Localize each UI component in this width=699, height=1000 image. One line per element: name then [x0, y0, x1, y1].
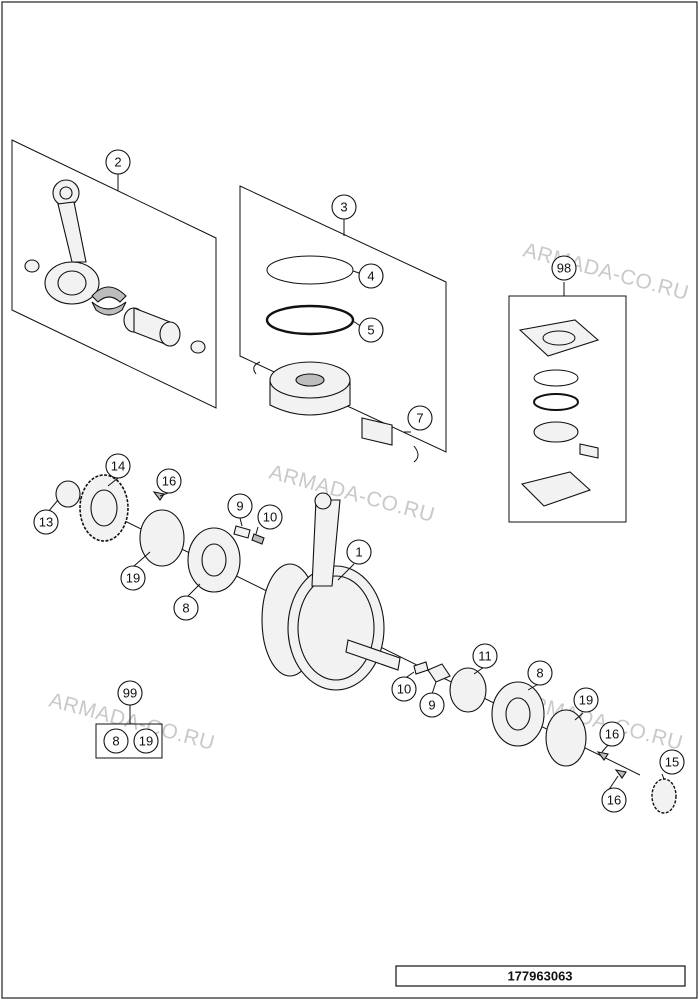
document-number-box: [395, 965, 686, 987]
svg-text:16: 16: [162, 474, 176, 489]
callout-2: 2: [105, 149, 131, 175]
callout-8: 8: [527, 660, 553, 686]
svg-text:5: 5: [367, 323, 374, 338]
callout-9: 9: [419, 692, 445, 718]
svg-text:99: 99: [123, 686, 137, 701]
ball-bearing: [491, 681, 545, 747]
svg-text:9: 9: [236, 499, 243, 514]
woodruff-key: [614, 769, 627, 779]
callout-11: 11: [472, 643, 498, 669]
svg-text:11: 11: [478, 649, 492, 664]
head-gasket: [518, 319, 600, 357]
svg-text:15: 15: [665, 755, 679, 770]
screw: [251, 533, 265, 545]
svg-text:2: 2: [114, 155, 121, 170]
callout-9: 9: [227, 493, 253, 519]
callout-16: 16: [601, 787, 627, 813]
callout-8: 8: [103, 728, 129, 754]
gear: [651, 778, 677, 814]
piston-ring: [533, 393, 579, 411]
callout-1: 1: [346, 539, 372, 565]
callout-5: 5: [358, 317, 384, 343]
callout-13: 13: [33, 509, 59, 535]
panel-conrod-kit: [11, 139, 217, 409]
circlip: [253, 361, 261, 375]
washer: [24, 259, 40, 273]
svg-text:13: 13: [39, 515, 53, 530]
callout-4: 4: [358, 263, 384, 289]
svg-text:1: 1: [355, 545, 362, 560]
timing-gear: [79, 474, 129, 542]
svg-text:8: 8: [112, 734, 119, 749]
piston-pin: [361, 417, 393, 446]
circlip: [413, 445, 419, 463]
callout-16: 16: [156, 468, 182, 494]
ball-bearing: [187, 527, 241, 593]
shim: [139, 509, 185, 567]
oil-jet: [233, 525, 251, 539]
svg-text:16: 16: [607, 793, 621, 808]
piston-ring: [533, 369, 579, 387]
callout-19: 19: [133, 728, 159, 754]
svg-text:9: 9: [428, 698, 435, 713]
piston: [269, 361, 351, 416]
woodruff-key: [152, 491, 165, 501]
piston-ring: [266, 255, 354, 285]
svg-text:14: 14: [111, 459, 125, 474]
svg-text:3: 3: [340, 200, 347, 215]
callout-10: 10: [391, 676, 417, 702]
piston-pin: [579, 443, 599, 459]
callout-7: 7: [407, 405, 433, 431]
svg-text:8: 8: [182, 601, 189, 616]
svg-text:8: 8: [536, 666, 543, 681]
crankshaft: [261, 492, 401, 691]
callout-8: 8: [173, 595, 199, 621]
panel-gasket-set: [508, 295, 627, 523]
callout-99: 99: [117, 680, 143, 706]
callout-15: 15: [659, 749, 685, 775]
kit-box-bearing-set: [95, 723, 163, 759]
shim: [545, 709, 587, 767]
oil-jet: [427, 663, 451, 683]
callout-16: 16: [599, 721, 625, 747]
piston-ring: [265, 304, 355, 336]
head-gasket-bore: [542, 330, 576, 346]
svg-text:7: 7: [416, 411, 423, 426]
piston-pin: [123, 307, 181, 347]
nut: [55, 480, 81, 508]
woodruff-key: [596, 751, 609, 761]
svg-text:19: 19: [139, 734, 153, 749]
connecting-rod: [44, 179, 100, 305]
watermark: ARMADA-CO.RU: [267, 461, 438, 527]
piston: [533, 421, 579, 443]
callout-14: 14: [105, 453, 131, 479]
base-gasket: [520, 471, 592, 507]
svg-text:19: 19: [126, 571, 140, 586]
screw: [413, 661, 429, 675]
callout-19: 19: [120, 565, 146, 591]
watermark: ARMADA-CO.RU: [521, 239, 692, 305]
bearing-shells: [91, 286, 127, 316]
svg-text:19: 19: [579, 693, 593, 708]
callout-3: 3: [331, 194, 357, 220]
svg-text:10: 10: [397, 682, 411, 697]
document-number: 177963063: [507, 969, 572, 984]
svg-text:98: 98: [557, 261, 571, 276]
callout-98: 98: [551, 255, 577, 281]
svg-text:4: 4: [367, 269, 374, 284]
svg-text:10: 10: [263, 510, 277, 525]
shim: [449, 667, 487, 713]
panel-piston-kit: [239, 185, 447, 453]
callout-10: 10: [257, 504, 283, 530]
svg-text:16: 16: [605, 727, 619, 742]
washer: [190, 340, 206, 354]
callout-19: 19: [573, 687, 599, 713]
